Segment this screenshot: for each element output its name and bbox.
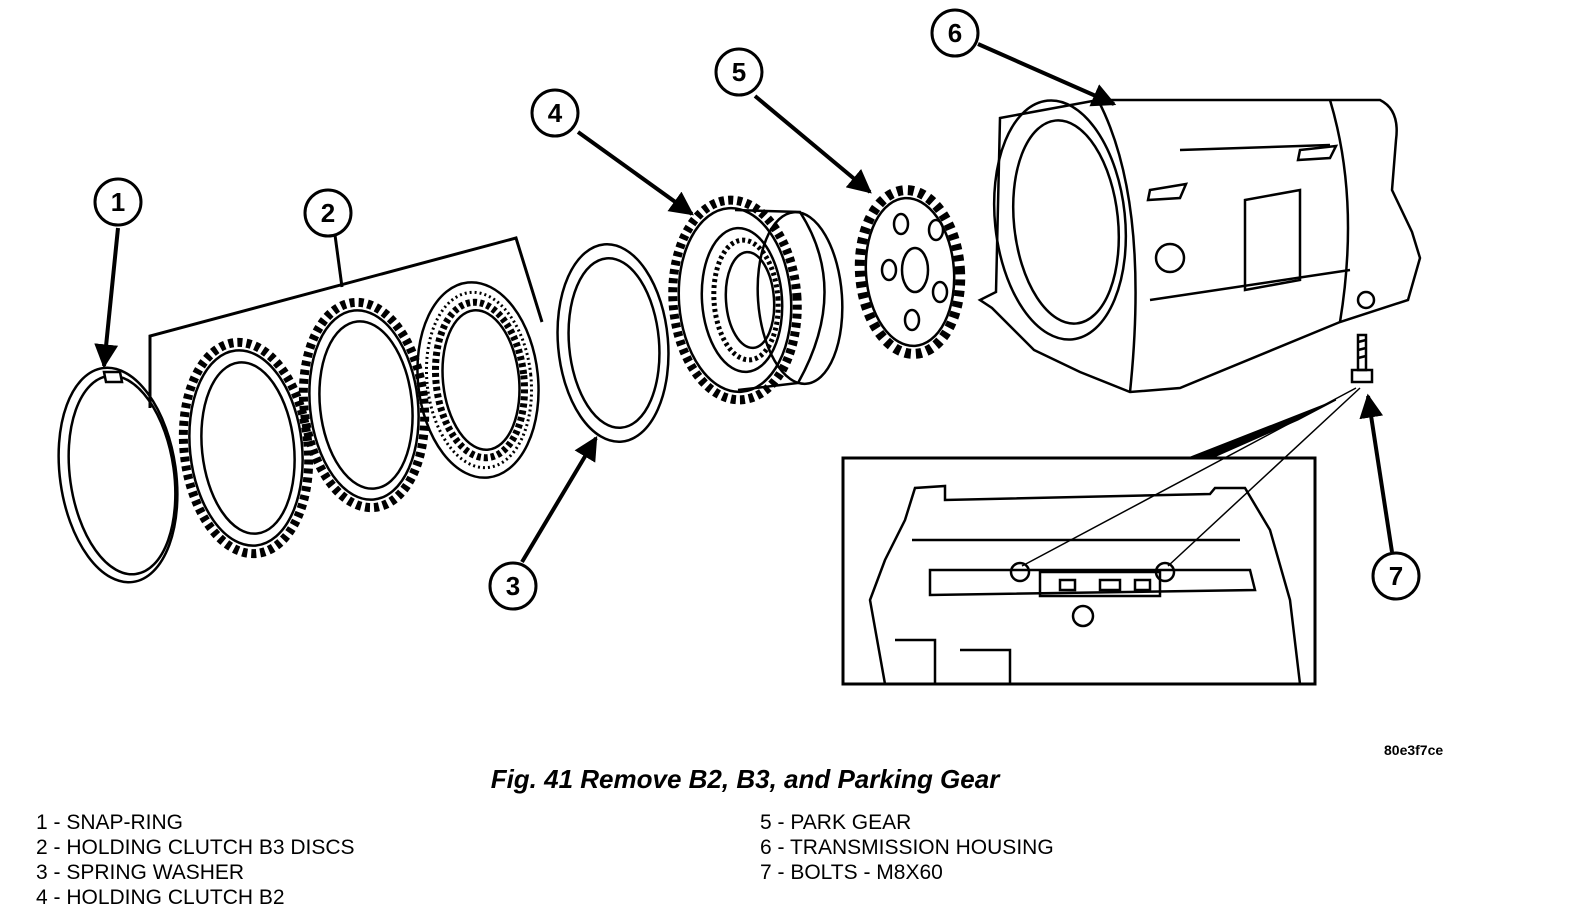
transmission-housing-part [977, 98, 1422, 394]
callout-circles: 1 2 3 4 5 6 7 [93, 8, 1421, 611]
spring-washer-part [556, 243, 670, 443]
bolt-leader-lines [1021, 387, 1361, 567]
callout-2-label: 2 [321, 198, 335, 228]
callout-3: 3 [488, 561, 538, 611]
callout-7-label: 7 [1389, 561, 1403, 591]
callout-3-label: 3 [506, 571, 520, 601]
bolt-part [1350, 333, 1374, 384]
callout-2: 2 [303, 188, 353, 238]
arrow-7 [1359, 393, 1394, 553]
holding-clutch-b3-discs-part [178, 281, 540, 559]
arrow-6 [977, 42, 1117, 107]
arrow-4 [576, 130, 694, 216]
callout-5-label: 5 [732, 57, 746, 87]
callout-7: 7 [1371, 551, 1421, 601]
callout-arrows [94, 42, 1394, 564]
legend-item: 2 - HOLDING CLUTCH B3 DISCS [36, 836, 355, 859]
callout-1: 1 [93, 177, 143, 227]
legend-item: 7 - BOLTS - M8X60 [760, 861, 943, 884]
holding-clutch-b2-part [668, 195, 844, 405]
arrow-5 [753, 94, 872, 194]
callout-4: 4 [530, 88, 580, 138]
legend-item: 5 - PARK GEAR [760, 811, 912, 834]
legend-item: 3 - SPRING WASHER [36, 861, 245, 884]
callout-6-label: 6 [948, 18, 962, 48]
arrow-1 [94, 227, 120, 369]
detail-inset [841, 456, 1317, 686]
legend-item: 6 - TRANSMISSION HOUSING [760, 836, 1054, 859]
legend-item: 4 - HOLDING CLUTCH B2 [36, 886, 285, 909]
callout-6: 6 [930, 8, 980, 58]
legend-right: 5 - PARK GEAR 6 - TRANSMISSION HOUSING 7… [760, 810, 1054, 885]
legend-item: 1 - SNAP-RING [36, 811, 184, 834]
inset-leader [1187, 399, 1337, 459]
park-gear-part [854, 185, 966, 359]
figure-caption: Fig. 41 Remove B2, B3, and Parking Gear [490, 764, 1000, 794]
callout-2-bracket [148, 234, 544, 408]
snap-ring-part [57, 366, 179, 584]
figure-code: 80e3f7ce [1384, 742, 1444, 758]
callout-5: 5 [714, 47, 764, 97]
legend-left: 1 - SNAP-RING 2 - HOLDING CLUTCH B3 DISC… [36, 810, 355, 910]
callout-4-label: 4 [548, 98, 563, 128]
arrow-3 [520, 435, 598, 564]
callout-1-label: 1 [111, 187, 125, 217]
